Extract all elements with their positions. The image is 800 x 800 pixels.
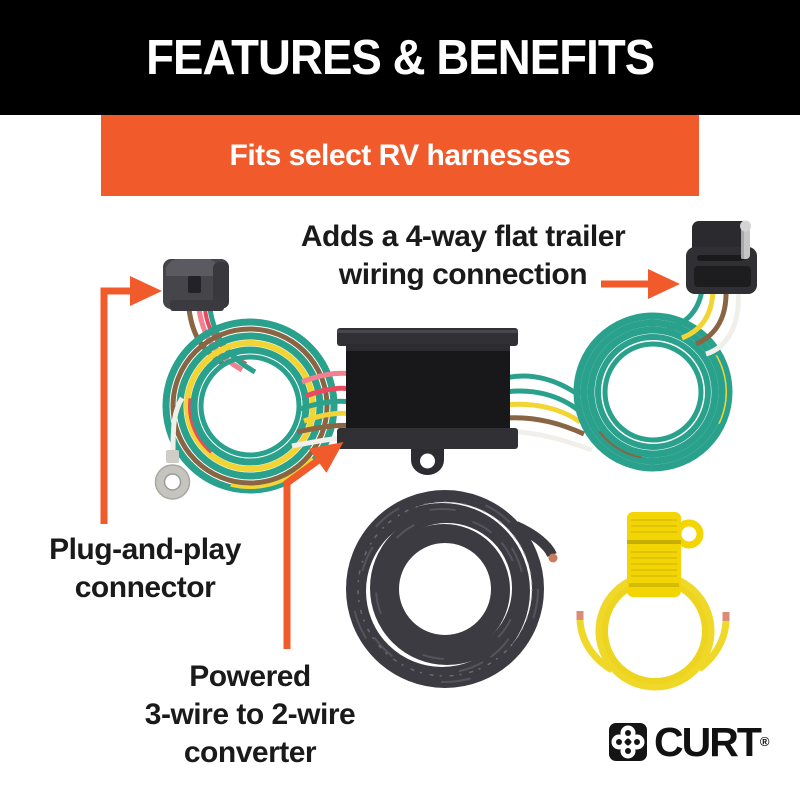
converter-box (337, 328, 518, 476)
callout-plug-and-play: Plug-and-play connector (15, 531, 275, 607)
brand-name: CURT® (654, 719, 770, 765)
inline-fuse-holder (576, 512, 730, 691)
callout-four-way-connection: Adds a 4-way flat trailer wiring connect… (258, 218, 668, 294)
callout-four-way-line1: Adds a 4-way flat trailer (300, 220, 626, 253)
callout-converter: Powered 3-wire to 2-wire converter (100, 658, 400, 772)
ground-ring-terminal (154, 396, 191, 500)
registered-mark: ® (759, 734, 770, 749)
callout-plug-line2: connector (74, 571, 216, 604)
plug-callout-arrow-icon (100, 276, 162, 524)
left-bonded-wire-coil (162, 318, 338, 494)
callout-four-way-line2: wiring connection (338, 258, 588, 291)
header-bar: FEATURES & BENEFITS (0, 0, 800, 115)
power-wire-coil (346, 490, 558, 688)
curt-logo-icon (609, 723, 647, 761)
four-way-flat-connector (686, 220, 757, 294)
subheader-banner: Fits select RV harnesses (101, 115, 699, 196)
converter-right-wires (504, 373, 593, 453)
curt-brand-lockup: CURT® (608, 719, 770, 765)
converter-callout-arrow-icon (283, 441, 344, 649)
right-bonded-wire-coil (573, 312, 733, 472)
callout-converter-line3: converter (183, 736, 317, 769)
four-way-connector-wires (667, 289, 741, 357)
banner-label: Fits select RV harnesses (229, 138, 571, 172)
callout-plug-line1: Plug-and-play (49, 533, 241, 566)
plug-and-play-connector (163, 259, 229, 311)
page-title: FEATURES & BENEFITS (145, 30, 655, 85)
callout-converter-line2: 3-wire to 2-wire (144, 698, 356, 731)
callout-converter-line1: Powered (189, 660, 311, 693)
